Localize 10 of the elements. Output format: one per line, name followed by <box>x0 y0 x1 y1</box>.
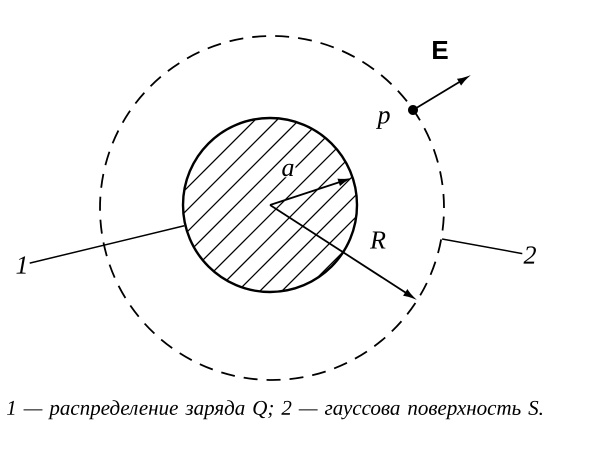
caption: 1 — распределение заряда Q; 2 — гауссова поверхность S. <box>6 400 542 420</box>
leader-line <box>442 238 522 254</box>
callout-number: 1 <box>16 256 26 274</box>
leader-line <box>30 225 184 264</box>
radius-label: R <box>370 231 386 248</box>
radius-label: a <box>282 164 294 176</box>
vector-label: E <box>433 41 448 59</box>
point-label: p <box>376 111 390 129</box>
callout-number: 2 <box>524 246 536 264</box>
charged-sphere <box>182 116 358 294</box>
